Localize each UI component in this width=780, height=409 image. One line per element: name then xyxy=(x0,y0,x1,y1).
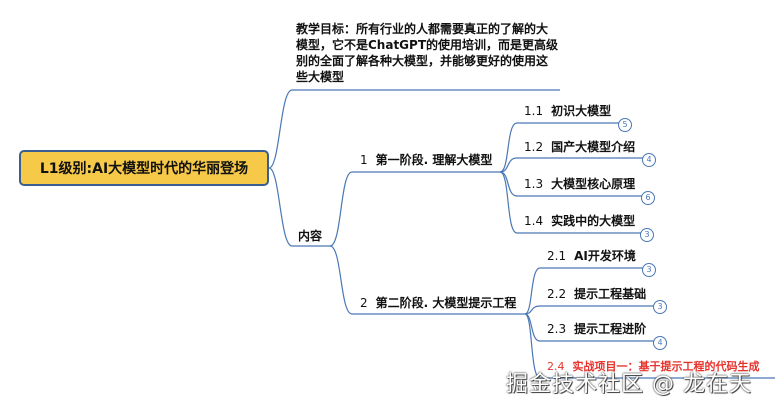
stage-node-number: 1 xyxy=(360,153,368,167)
connector-content-stage2 xyxy=(329,245,353,315)
item-node-number: 2.1 xyxy=(547,249,567,263)
content-node-label: 内容 xyxy=(298,229,323,243)
connector-stage2-item4 xyxy=(524,313,541,379)
item-node-number: 1.4 xyxy=(524,214,544,228)
item-count-badge[interactable]: 6 xyxy=(641,191,655,205)
item-node-number: 2.2 xyxy=(547,287,567,301)
connector-stage1-item3 xyxy=(499,171,518,197)
item-node-number: 1.2 xyxy=(524,140,544,154)
item-node-label: 提示工程进阶 xyxy=(574,322,647,336)
root-node[interactable]: L1级别:AI大模型时代的华丽登场 xyxy=(19,150,269,186)
item-count-badge[interactable]: 4 xyxy=(653,336,667,350)
connector-root-content xyxy=(268,167,293,247)
connector-stage2-item1 xyxy=(524,267,541,315)
connector-content-stage1 xyxy=(329,171,353,247)
item-node-2-4[interactable]: 2.4 实战项目一：基于提示工程的代码生成 xyxy=(547,359,760,374)
item-node-label: AI开发环境 xyxy=(574,249,636,263)
stage-node-label: 第一阶段. 理解大模型 xyxy=(375,153,493,167)
item-node-label: 提示工程基础 xyxy=(574,287,647,301)
item-node-number: 2.3 xyxy=(547,322,567,336)
goal-node-text: 教学目标：所有行业的人都需要真正的了解的大模型，它不是ChatGPT的使用培训，… xyxy=(296,22,559,84)
item-node-2-1[interactable]: 2.1 AI开发环境 xyxy=(547,249,636,264)
item-count-badge[interactable]: 3 xyxy=(653,300,667,314)
item-node-label: 实战项目一：基于提示工程的代码生成 xyxy=(572,360,760,373)
item-node-label: 国产大模型介绍 xyxy=(551,140,636,154)
connector-stage1-item4 xyxy=(499,171,518,234)
item-node-2-2[interactable]: 2.2 提示工程基础 xyxy=(547,287,646,302)
item-node-number: 2.4 xyxy=(547,360,565,373)
item-node-number: 1.3 xyxy=(524,177,544,191)
stage-node-2[interactable]: 2 第二阶段. 大模型提示工程 xyxy=(360,296,516,311)
item-node-label: 初识大模型 xyxy=(551,104,612,118)
stage-node-1[interactable]: 1 第一阶段. 理解大模型 xyxy=(360,153,492,168)
item-node-2-3[interactable]: 2.3 提示工程进阶 xyxy=(547,322,646,337)
stage-node-number: 2 xyxy=(360,296,368,310)
goal-node[interactable]: 教学目标：所有行业的人都需要真正的了解的大模型，它不是ChatGPT的使用培训，… xyxy=(296,21,558,85)
item-node-label: 实践中的大模型 xyxy=(551,214,636,228)
item-node-1-3[interactable]: 1.3 大模型核心原理 xyxy=(524,177,635,192)
content-node[interactable]: 内容 xyxy=(298,229,322,244)
item-node-1-2[interactable]: 1.2 国产大模型介绍 xyxy=(524,140,635,155)
item-count-badge[interactable]: 4 xyxy=(642,153,656,167)
item-node-1-4[interactable]: 1.4 实践中的大模型 xyxy=(524,214,635,229)
item-node-label: 大模型核心原理 xyxy=(551,177,636,191)
connector-stage1-item1 xyxy=(499,122,518,173)
root-node-label: L1级别:AI大模型时代的华丽登场 xyxy=(39,161,249,177)
item-node-number: 1.1 xyxy=(524,104,544,118)
connector-stage1-item2 xyxy=(499,157,518,173)
connector-root-goal xyxy=(268,89,293,169)
connector-stage2-item2 xyxy=(524,305,541,315)
item-node-1-1[interactable]: 1.1 初识大模型 xyxy=(524,104,611,119)
item-count-badge[interactable]: 3 xyxy=(640,228,654,242)
item-count-badge[interactable]: 3 xyxy=(642,263,656,277)
watermark-text: 掘金技术社区 @ 龙在天 xyxy=(506,372,752,397)
item-count-badge[interactable]: 5 xyxy=(618,118,632,132)
stage-node-label: 第二阶段. 大模型提示工程 xyxy=(375,296,517,310)
